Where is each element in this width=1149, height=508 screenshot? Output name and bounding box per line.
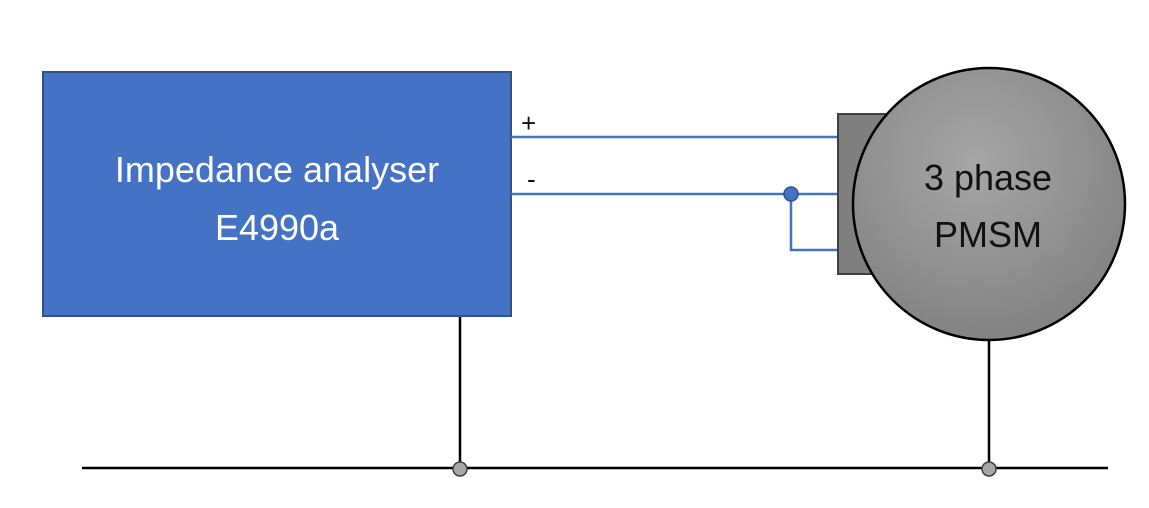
analyser-title-line1: Impedance analyser bbox=[115, 149, 439, 190]
junction-node bbox=[783, 186, 799, 202]
plus-terminal-label: + bbox=[521, 108, 536, 138]
motor-label-line2: PMSM bbox=[934, 214, 1042, 255]
ground-node-right bbox=[981, 461, 997, 477]
pmsm-motor bbox=[851, 66, 1127, 342]
minus-terminal-label: - bbox=[527, 164, 536, 194]
minus-bridge-wire bbox=[789, 194, 838, 252]
motor-label-line1: 3 phase bbox=[924, 157, 1052, 198]
analyser-title-line2: E4990a bbox=[215, 207, 340, 248]
ground-node-left bbox=[452, 461, 468, 477]
impedance-analyser-box bbox=[42, 71, 512, 317]
